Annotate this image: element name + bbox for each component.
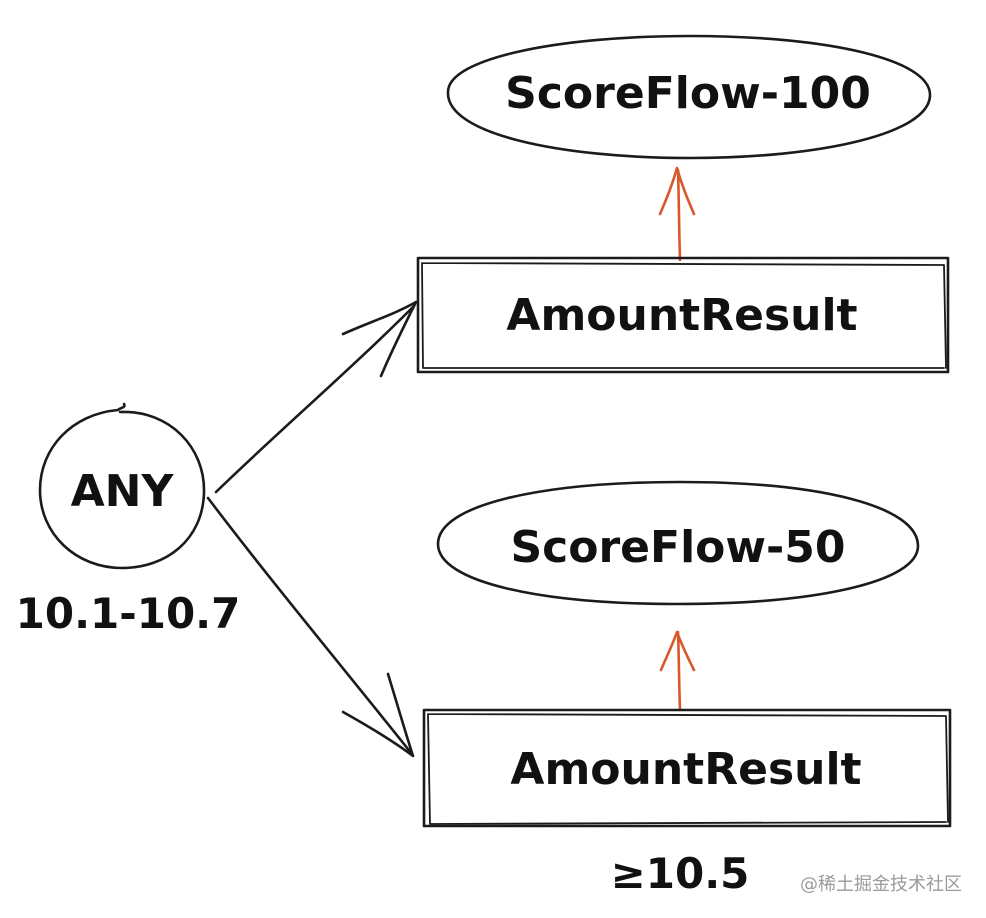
any-node-label: ANY xyxy=(71,466,175,517)
scoreflow-50-label: ScoreFlow-50 xyxy=(510,522,845,573)
scoreflow-100-node: ScoreFlow-100 xyxy=(446,34,932,160)
amount-result-bottom-condition: ≥10.5 xyxy=(611,849,750,898)
amount-result-top-node: AmountResult xyxy=(416,256,950,374)
amount-result-bottom-node: AmountResult xyxy=(422,708,952,828)
scoreflow-100-label: ScoreFlow-100 xyxy=(505,68,871,119)
arrow-any-to-amount-bottom xyxy=(206,496,415,758)
scoreflow-100-ellipse xyxy=(446,34,932,160)
any-node: ANY xyxy=(38,402,206,570)
arrow-amount-to-scoreflow-100 xyxy=(658,166,696,262)
scoreflow-50-node: ScoreFlow-50 xyxy=(436,480,920,606)
amount-result-bottom-label: AmountResult xyxy=(510,744,861,795)
any-range-label: 10.1-10.7 xyxy=(16,589,241,638)
arrow-any-to-amount-top xyxy=(214,300,418,494)
watermark-text: @稀土掘金技术社区 xyxy=(800,874,962,895)
amount-result-top-label: AmountResult xyxy=(506,290,857,341)
arrow-amount-to-scoreflow-50 xyxy=(659,630,696,712)
scoreflow-50-ellipse xyxy=(436,480,920,606)
any-node-circle xyxy=(38,402,206,570)
